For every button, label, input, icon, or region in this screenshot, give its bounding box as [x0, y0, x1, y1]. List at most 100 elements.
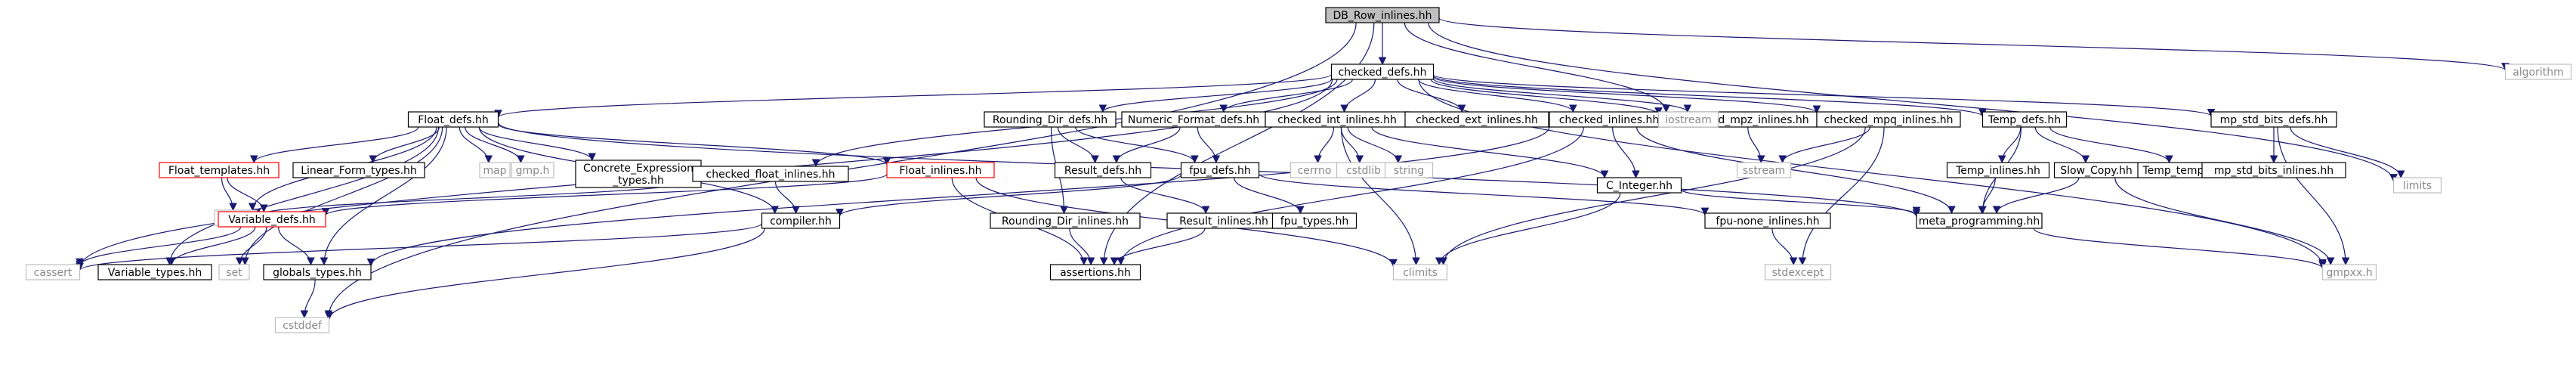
- node-label-fpu_types: fpu_types.hh: [1280, 215, 1348, 228]
- edge-c_integer-to-climits: [1435, 192, 1621, 266]
- node-box-rounding_dir_defs: [984, 111, 1117, 128]
- node-box-stdexcept: [1764, 264, 1832, 280]
- node-label-numeric_format_defs: Numeric_Format_defs.hh: [1128, 114, 1259, 126]
- node-checked_float_inlines[interactable]: checked_float_inlines.hh: [692, 166, 849, 182]
- node-box-temp_inlines: [1946, 162, 2050, 178]
- node-assertions[interactable]: assertions.hh: [1049, 264, 1141, 280]
- edge-compiler-to-cassert: [76, 223, 763, 271]
- node-label-cstdlib: cstdlib: [1346, 165, 1381, 177]
- node-globals_types[interactable]: globals_types.hh: [263, 264, 372, 280]
- edge-rounding_dir_inlines-to-assertions: [1069, 228, 1095, 266]
- node-box-variable_types: [97, 264, 212, 280]
- node-gmpxx_h: gmpxx.h: [2321, 264, 2377, 280]
- edge-checked_inlines-to-globals_types: [366, 126, 1550, 267]
- node-label-algorithm: algorithm: [2513, 67, 2564, 79]
- node-temp_defs[interactable]: Temp_defs.hh: [1981, 111, 2068, 128]
- node-box-checked_ext_inlines: [1404, 111, 1549, 128]
- node-meta_programming[interactable]: meta_programming.hh: [1916, 212, 2043, 229]
- node-fpu_types[interactable]: fpu_types.hh: [1271, 212, 1357, 229]
- edge-checked_defs-to-mp_std_bits_defs: [1432, 74, 2215, 117]
- node-numeric_format_defs[interactable]: Numeric_Format_defs.hh: [1121, 111, 1266, 128]
- node-linear_form_types[interactable]: Linear_Form_types.hh: [292, 162, 425, 178]
- node-checked_defs[interactable]: checked_defs.hh: [1330, 64, 1435, 80]
- edge-float_defs-to-concrete_expression_types: [478, 126, 597, 162]
- node-box-float_templates: [159, 162, 280, 178]
- node-result_defs[interactable]: Result_defs.hh: [1054, 162, 1152, 178]
- node-box-gmpxx_h: [2321, 264, 2377, 280]
- node-box-iostream: [1657, 111, 1719, 128]
- node-mp_std_bits_inlines[interactable]: mp_std_bits_inlines.hh: [2201, 162, 2346, 178]
- node-box-string: [1384, 162, 1434, 178]
- edge-float_defs-to-float_inlines: [497, 123, 891, 166]
- edge-float_defs-to-map: [459, 126, 493, 164]
- node-label-compiler: compiler.hh: [770, 215, 832, 228]
- node-cassert: cassert: [25, 264, 81, 280]
- edge-meta_programming-to-gmpxx_h: [2033, 228, 2327, 270]
- node-compiler[interactable]: compiler.hh: [761, 212, 841, 229]
- node-checked_inlines[interactable]: checked_inlines.hh: [1549, 111, 1669, 128]
- edge-checked_defs-to-checked_mpq_inlines: [1432, 76, 1821, 114]
- node-label-fpu_none_inlines: fpu-none_inlines.hh: [1716, 215, 1819, 228]
- node-float_inlines[interactable]: Float_inlines.hh: [886, 162, 995, 178]
- node-box-meta_programming: [1916, 212, 2043, 229]
- node-fpu_none_inlines[interactable]: fpu-none_inlines.hh: [1704, 212, 1831, 229]
- edge-checked_inlines-to-c_integer: [1612, 126, 1640, 179]
- node-db_row_inlines[interactable]: DB_Row_inlines.hh: [1325, 7, 1440, 23]
- node-float_templates[interactable]: Float_templates.hh: [159, 162, 280, 178]
- edge-temp_defs-to-temp_inlines: [1997, 126, 2022, 164]
- node-label-result_defs: Result_defs.hh: [1064, 165, 1141, 177]
- node-checked_int_inlines[interactable]: checked_int_inlines.hh: [1265, 111, 1410, 128]
- node-label-gmpxx_h: gmpxx.h: [2326, 267, 2372, 279]
- edge-fpu_none_inlines-to-stdexcept: [1771, 228, 1798, 266]
- node-label-float_defs: Float_defs.hh: [418, 114, 489, 126]
- edge-variable_defs-to-cassert: [76, 226, 242, 267]
- node-mp_std_bits_defs[interactable]: mp_std_bits_defs.hh: [2210, 111, 2337, 128]
- node-concrete_expression_types[interactable]: Concrete_Expression_types.hh: [575, 160, 702, 188]
- node-label-gmp_h: gmp.h: [516, 165, 550, 177]
- node-slow_copy[interactable]: Slow_Copy.hh: [2053, 162, 2139, 178]
- edge-variable_defs-to-set: [235, 226, 267, 266]
- edge-checked_inlines-to-assertions: [1117, 126, 1584, 266]
- node-label-temp_inlines: Temp_inlines.hh: [1955, 165, 2040, 177]
- edge-checked_defs-to-checked_int_inlines: [1340, 79, 1376, 113]
- node-temp_inlines[interactable]: Temp_inlines.hh: [1946, 162, 2050, 178]
- node-label-limits: limits: [2403, 180, 2432, 192]
- node-checked_ext_inlines[interactable]: checked_ext_inlines.hh: [1404, 111, 1549, 128]
- node-variable_defs[interactable]: Variable_defs.hh: [218, 211, 326, 228]
- node-float_defs[interactable]: Float_defs.hh: [407, 111, 499, 128]
- node-climits: climits: [1392, 264, 1448, 280]
- node-label-climits: climits: [1403, 267, 1438, 279]
- node-layer: DB_Row_inlines.hh checked_defs.hh algorith…: [25, 7, 2572, 333]
- edge-compiler-to-cstddef: [325, 228, 765, 321]
- node-rounding_dir_defs[interactable]: Rounding_Dir_defs.hh: [984, 111, 1117, 128]
- node-label-globals_types: globals_types.hh: [273, 267, 362, 279]
- node-box-variable_defs: [218, 211, 326, 228]
- node-rounding_dir_inlines[interactable]: Rounding_Dir_inlines.hh: [990, 212, 1141, 229]
- edge-checked_mpq_inlines-to-climits: [1439, 126, 1866, 266]
- edge-checked_defs-to-checked_mpz_inlines: [1432, 78, 1692, 113]
- edge-db_row_inlines-to-limits: [1428, 22, 2398, 182]
- node-limits: limits: [2392, 177, 2442, 194]
- edge-db_row_inlines-to-iostream: [1404, 22, 1670, 113]
- node-variable_types[interactable]: Variable_types.hh: [97, 264, 212, 280]
- edge-float_templates-to-variable_defs: [227, 177, 268, 213]
- edge-fpu_defs-to-compiler: [836, 174, 1182, 217]
- node-box-climits: [1392, 264, 1448, 280]
- node-result_inlines[interactable]: Result_inlines.hh: [1166, 212, 1281, 229]
- edge-rounding_dir_defs-to-fpu_defs: [1074, 126, 1199, 164]
- edge-float_defs-to-variable_types: [165, 126, 440, 266]
- node-cstdlib: cstdlib: [1336, 162, 1391, 178]
- node-fpu_defs[interactable]: fpu_defs.hh: [1180, 162, 1260, 178]
- node-checked_mpq_inlines[interactable]: checked_mpq_inlines.hh: [1816, 111, 1961, 128]
- node-label-assertions: assertions.hh: [1060, 267, 1131, 279]
- node-box-algorithm: [2504, 64, 2572, 80]
- node-label-rounding_dir_defs: Rounding_Dir_defs.hh: [993, 114, 1107, 126]
- edge-temp_inlines-to-meta_programming: [1978, 177, 1996, 215]
- edge-float_defs-to-gmp_h: [465, 126, 525, 164]
- node-box-globals_types: [263, 264, 372, 280]
- edge-db_row_inlines-to-algorithm: [1438, 17, 2510, 71]
- edge-numeric_format_defs-to-result_defs: [1112, 126, 1181, 164]
- node-c_integer[interactable]: C_Integer.hh: [1596, 177, 1682, 194]
- node-box-mp_std_bits_defs: [2210, 111, 2337, 128]
